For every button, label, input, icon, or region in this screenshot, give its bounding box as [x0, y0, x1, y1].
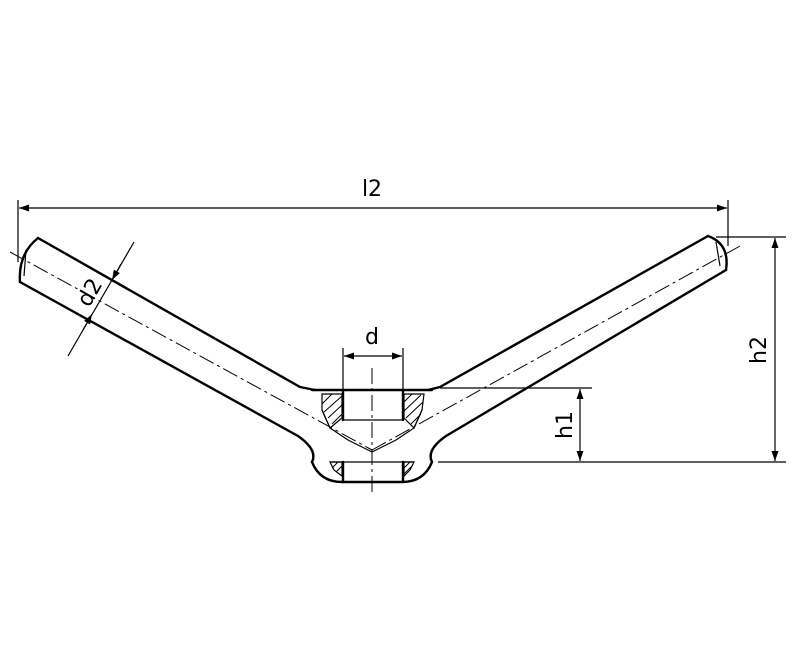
right-arm-centerline	[371, 245, 741, 451]
hatch-zone-right	[403, 393, 425, 430]
dimension-l2: l2	[17, 177, 729, 262]
right-arm-lower-edge	[429, 268, 728, 464]
d2-label: d2	[73, 274, 109, 311]
left-arm-chamfer	[23, 249, 27, 277]
right-arm-upper-edge	[426, 234, 710, 392]
left-arm-upper-edge	[36, 236, 317, 392]
h2-label: h2	[747, 336, 772, 364]
dimension-h2: h2	[592, 236, 786, 463]
right-arm-chamfer	[715, 241, 721, 267]
d2-dimension-line	[67, 241, 135, 357]
right-arm-end-cap	[706, 234, 728, 272]
hatch-zone-bottom-right	[403, 461, 415, 478]
left-arm-lower-edge	[18, 280, 315, 464]
hatch-zone-left	[321, 393, 343, 429]
h1-label: h1	[553, 411, 578, 439]
center-lines	[9, 245, 741, 496]
l2-label: l2	[362, 177, 382, 202]
dimension-h1: h1	[438, 387, 592, 463]
part-outline	[18, 234, 728, 484]
section-hatching	[321, 393, 425, 478]
d-label: d	[365, 325, 379, 350]
left-arm-end-cap	[18, 236, 40, 284]
dimension-d: d	[342, 325, 404, 390]
left-arm-centerline	[9, 251, 373, 451]
